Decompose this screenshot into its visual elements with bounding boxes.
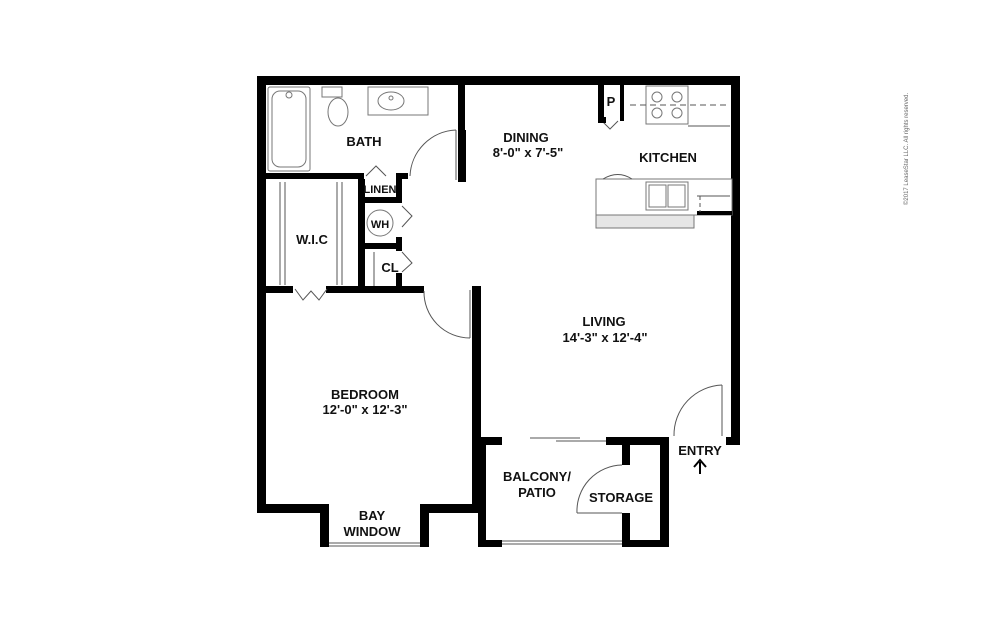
room-label-patio: PATIO: [518, 485, 556, 500]
windows: [329, 437, 622, 547]
room-label-linen: LINEN: [364, 184, 397, 196]
door-swings: [294, 120, 723, 514]
room-label-kitchen: KITCHEN: [639, 150, 697, 165]
room-label-dining: DINING: [503, 130, 549, 145]
room-label-water-heater: WH: [371, 219, 389, 231]
water-heater-icon: [366, 209, 394, 237]
room-label-window: WINDOW: [343, 524, 401, 539]
room-label-bedroom: BEDROOM: [331, 387, 399, 402]
room-dims-living: 14'-3" x 12'-4": [562, 330, 647, 345]
room-label-living: LIVING: [582, 314, 625, 329]
room-dims-bedroom: 12'-0" x 12'-3": [322, 402, 407, 417]
closet-shelving: [279, 182, 375, 286]
kitchen-fixtures: [595, 85, 733, 229]
entry-arrow-icon: [693, 458, 707, 474]
room-dims-dining: 8'-0" x 7'-5": [493, 145, 564, 160]
exterior-walls: [257, 76, 740, 547]
bathroom-fixtures: [267, 86, 429, 172]
interior-walls: [266, 85, 486, 547]
room-label-bath: BATH: [346, 134, 381, 149]
room-label-wic: W.I.C: [296, 232, 328, 247]
copyright-notice: ©2017 LeaseStar LLC. All rights reserved…: [900, 70, 914, 230]
room-label-storage: STORAGE: [589, 490, 653, 505]
copyright-text: ©2017 LeaseStar LLC. All rights reserved…: [904, 92, 910, 205]
room-label-balcony: BALCONY/: [503, 469, 571, 484]
room-label-closet: CL: [381, 260, 398, 275]
room-label-pantry: P: [607, 94, 616, 109]
room-label-bay: BAY: [359, 508, 386, 523]
room-label-entry: ENTRY: [678, 443, 722, 458]
